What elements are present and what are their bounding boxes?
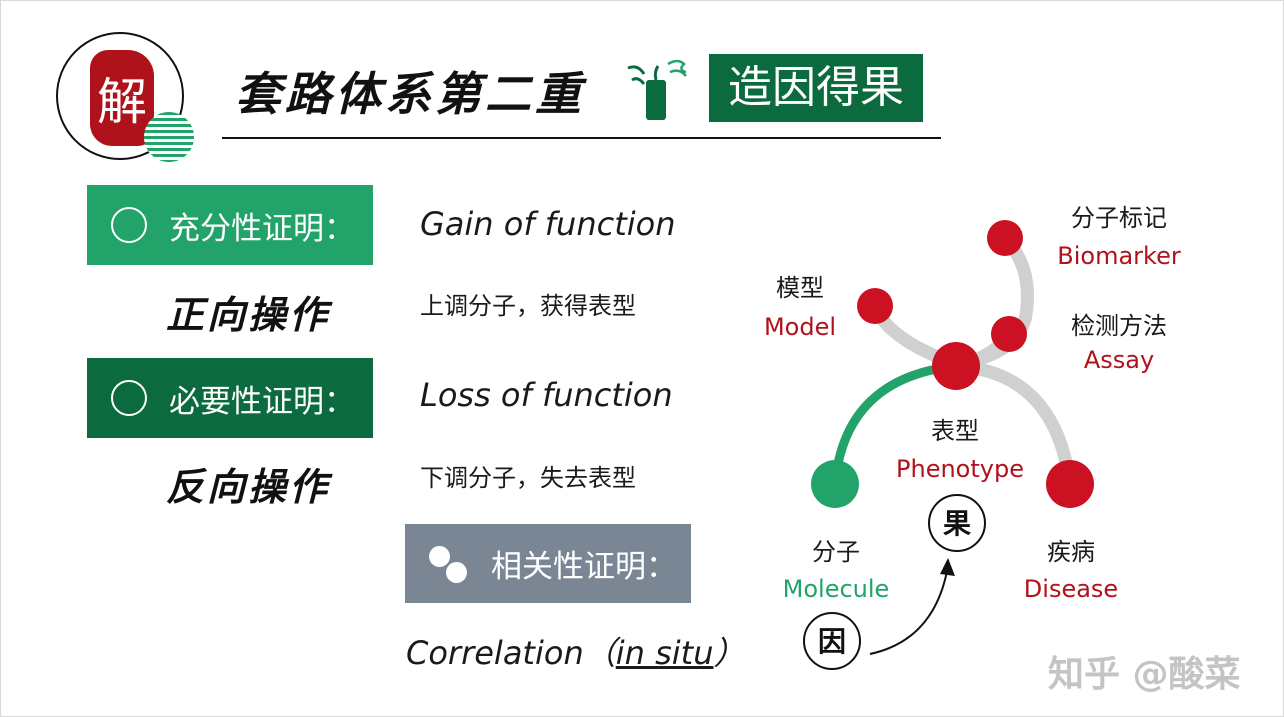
disease-en-label: Disease	[1023, 575, 1119, 603]
downregulate-description: 下调分子，失去表型	[420, 464, 636, 492]
striped-circle-decoration	[144, 112, 194, 162]
model-en-label: Model	[763, 313, 837, 341]
arrow-head	[940, 558, 955, 576]
molecule-connector	[830, 361, 961, 489]
disease-node	[1046, 460, 1094, 508]
arrow-up-circle-icon	[111, 207, 147, 243]
in-situ-text: in situ	[615, 634, 714, 672]
phenotype-en-label: Phenotype	[896, 455, 1024, 483]
two-dots-icon	[427, 542, 471, 586]
gain-of-function-text: Gain of function	[420, 205, 676, 243]
arrow-down-circle-icon	[111, 380, 147, 416]
sufficiency-label-box: 充分性证明：	[87, 185, 373, 265]
cause-effect-arrow	[869, 565, 949, 655]
biomarker-cn-label: 分子标记	[1071, 204, 1167, 232]
necessity-label: 必要性证明：	[169, 383, 355, 420]
model-node	[857, 288, 893, 324]
assay-cn-label: 检测方法	[1071, 312, 1167, 340]
biomarker-en-label: Biomarker	[1057, 242, 1181, 270]
watermark: 知乎 @酸菜	[1048, 654, 1241, 695]
seal-logo: 解	[90, 50, 154, 146]
assay-en-label: Assay	[1083, 346, 1155, 374]
candle-icon	[627, 59, 687, 120]
disease-cn-label: 疾病	[1047, 538, 1095, 566]
cause-circle	[803, 612, 861, 670]
necessity-label-box: 必要性证明：	[87, 358, 373, 438]
effect-char: 果	[943, 507, 971, 540]
assay-node	[991, 316, 1027, 352]
loss-of-function-text: Loss of function	[420, 376, 673, 414]
model-cn-label: 模型	[776, 274, 824, 302]
sufficiency-label: 充分性证明：	[169, 210, 355, 247]
forward-operation-text: 正向操作	[166, 292, 331, 337]
molecule-en-label: Molecule	[782, 575, 890, 603]
seal-char: 解	[97, 73, 147, 131]
molecule-cn-label: 分子	[812, 538, 860, 566]
correlation-prefix: Correlation（	[406, 634, 616, 672]
correlation-text: Correlation（in situ）	[406, 628, 745, 674]
upregulate-description: 上调分子，获得表型	[420, 292, 636, 320]
correlation-label: 相关性证明：	[491, 549, 677, 585]
cause-char: 因	[818, 625, 846, 658]
title-badge: 造因得果	[709, 54, 923, 122]
correlation-suffix: ）	[713, 634, 746, 672]
phenotype-node	[932, 342, 980, 390]
reverse-operation-text: 反向操作	[166, 464, 331, 509]
phenotype-cn-label: 表型	[931, 417, 979, 445]
biomarker-node	[987, 220, 1023, 256]
page-title: 套路体系第二重	[235, 67, 585, 121]
effect-circle	[928, 494, 986, 552]
title-underline	[222, 137, 941, 139]
seal-circle	[56, 32, 184, 160]
molecule-node	[811, 460, 859, 508]
correlation-label-box: 相关性证明：	[405, 524, 691, 603]
